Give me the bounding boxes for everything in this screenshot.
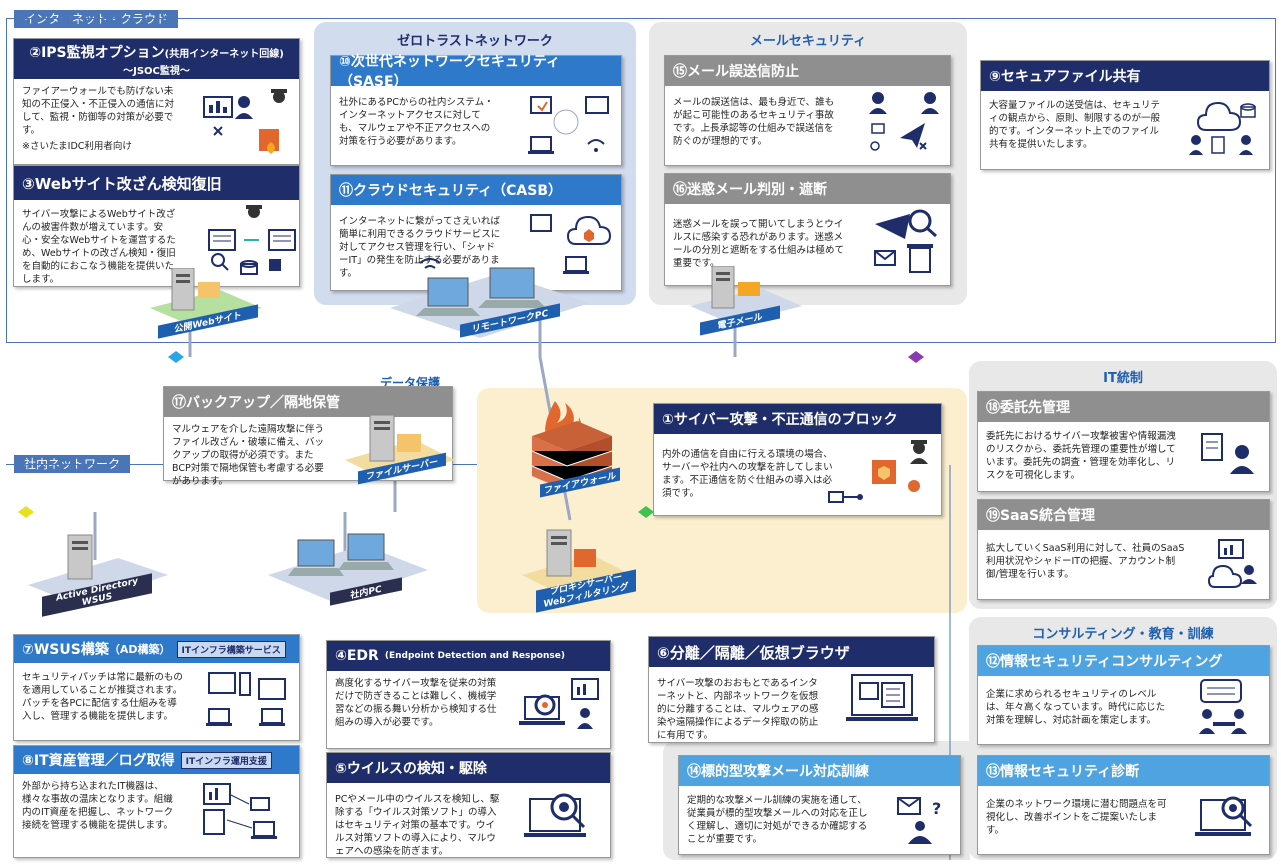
card-training-title: ⑭標的型攻撃メール対応訓練 (679, 756, 960, 786)
card-wsus-tag: ITインフラ構築サービス (176, 640, 286, 658)
card-ips-title-row: ②IPS監視オプション(共用インターネット回線) (29, 42, 284, 62)
card-vendor-title: ⑱委託先管理 (978, 392, 1269, 422)
card-ips-note: ※さいたまIDC利用者向け (22, 141, 132, 152)
card-asset-title: ⑧IT資産管理／ログ取得 (22, 753, 175, 769)
card-edr-title-small: (Endpoint Detection and Response) (384, 651, 565, 661)
mis-send-icon (869, 92, 939, 151)
card-vendor-mgmt[interactable]: ⑱委託先管理 委託先におけるサイバー攻撃被害や情報漏洩のリスクから、委託先管理の… (977, 391, 1270, 492)
card-share-title: ⑨セキュアファイル共有 (981, 61, 1269, 91)
card-ips-title: ②IPS監視オプション (29, 44, 165, 61)
card-backup[interactable]: ⑰バックアップ／隔地保管 マルウェアを介した遠隔攻撃に伴うファイル改ざん・破壊に… (163, 386, 453, 487)
card-mis-send[interactable]: ⑮メール誤送信防止 メールの誤送信は、最も身近で、誰もが起こ可能性のあるセキュリ… (664, 55, 951, 166)
remote-pc-icon (390, 258, 590, 338)
card-ips-monitoring[interactable]: ②IPS監視オプション(共用インターネット回線) ～JSOC監視～ ファイアーウ… (13, 38, 300, 165)
card-block-title: ①サイバー攻撃・不正通信のブロック (654, 404, 941, 434)
mail-server-icon (690, 266, 802, 324)
card-saas-title: ⑲SaaS統合管理 (978, 500, 1269, 530)
file-share-icon (1189, 101, 1256, 155)
card-mis-title: ⑮メール誤送信防止 (665, 56, 950, 86)
card-vendor-body: 委託先におけるサイバー攻撃被害や情報漏洩のリスクから、委託先管理の重要性が増して… (986, 431, 1176, 481)
card-ips-subtitle: ～JSOC監視～ (123, 65, 190, 77)
consulting-zone-title: コンサルティング・教育・訓練 (1032, 627, 1214, 642)
card-saas-body: 拡大していくSaaS利用に対して、社員のSaaS利用状況やシャドーITの把握、ア… (986, 543, 1185, 580)
card-antivirus[interactable]: ⑤ウイルスの検知・駆除 PCやメール中のウイルスを検知し、駆除する「ウイルス対策… (326, 752, 611, 858)
card-sase-body: 社外にあるPCからの社内システム・インターネットアクセスに対しても、マルウェアや… (339, 97, 494, 147)
wsus-patch-icon (206, 672, 286, 726)
card-saas-mgmt[interactable]: ⑲SaaS統合管理 拡大していくSaaS利用に対して、社員のSaaS利用状況やシ… (977, 499, 1270, 600)
internet-region-frame (6, 18, 1276, 343)
card-edr-title: ④EDR (335, 648, 379, 664)
edr-detect-icon (519, 678, 599, 729)
web-tamper-icon (208, 205, 296, 275)
card-block[interactable]: ①サイバー攻撃・不正通信のブロック 内外の通信を自由に行える環境の場合、サーバー… (653, 403, 942, 516)
virtual-browser-icon (846, 674, 918, 721)
card-share-body: 大容量ファイルの送受信は、セキュリティの観点から、原則、制限するのが一般的です。… (989, 100, 1161, 150)
mail-zone-title: メールセキュリティ (749, 34, 867, 49)
asset-mgmt-icon (203, 783, 277, 839)
card-file-share[interactable]: ⑨セキュアファイル共有 大容量ファイルの送受信は、セキュリティの観点から、原則、… (980, 60, 1270, 170)
block-attack-icon (828, 440, 928, 503)
card-ips-body: ファイアーウォールでも防げない未知の不正侵入・不正侵入の通信に対して、監視・防御… (22, 86, 175, 136)
card-asset-mgmt[interactable]: ⑧IT資産管理／ログ取得 ITインフラ運用支援 外部から持ち込まれたIT機器は、… (13, 745, 300, 858)
ips-monitoring-icon (203, 89, 287, 154)
internal-pc-icon (268, 533, 428, 602)
card-casb-body: インターネットに繋がってさえいれば簡単に利用できるクラウドサービスに対してアクセ… (339, 216, 501, 279)
card-sase[interactable]: ⑩次世代ネットワークセキュリティ（SASE） 社外にあるPCからの社内システム・… (330, 54, 622, 166)
card-web-body: サイバー攻撃によるWebサイト改ざんの被害件数が増えています。安心・安全なWeb… (22, 209, 176, 285)
svg-text:?: ? (932, 799, 941, 818)
card-training-body: 定期的な攻撃メール訓練の実施を通して、従業員が標的型攻撃メールへの対応を正しく理… (687, 795, 868, 845)
card-isolation-body: サイバー攻撃のおおもとであるインターネットと、内部ネットワークを仮想的に分離する… (657, 678, 819, 741)
card-wsus-title: ⑦WSUS構築 (22, 642, 109, 658)
card-mis-body: メールの誤送信は、最も身近で、誰もが起こ可能性のあるセキュリティ事故です。上長承… (673, 97, 835, 147)
antivirus-icon (524, 793, 586, 837)
card-edr-body: 高度化するサイバー攻撃を従来の対策だけで防ぎきることは難しく、機械学習などの振る… (335, 678, 497, 728)
card-spam-body: 迷惑メールを誤って開いてしまうとウイルスに感染する恐れがあります。迷惑メールの分… (673, 219, 845, 269)
diagnosis-icon (1195, 796, 1253, 836)
card-diag-title: ⑬情報セキュリティ診断 (978, 756, 1269, 786)
region-internet-tag: インターネット・クラウド (14, 10, 179, 28)
card-virus-body: PCやメール中のウイルスを検知し、駆除する「ウイルス対策ソフト」の導入はセキュリ… (335, 794, 500, 857)
card-virus-title: ⑤ウイルスの検知・駆除 (327, 753, 610, 783)
public-web-server-icon (150, 268, 262, 326)
card-consult-title: ⑫情報セキュリティコンサルティング (978, 646, 1269, 676)
consulting-icon (1199, 679, 1247, 734)
card-web-tamper[interactable]: ③Webサイト改ざん検知復旧 サイバー攻撃によるWebサイト改ざんの被害件数が増… (13, 165, 300, 287)
card-block-body: 内外の通信を自由に行える環境の場合、サーバーや社内への攻撃を許してしまいます。不… (662, 449, 833, 499)
training-icon: ? (897, 797, 941, 844)
card-wsus[interactable]: ⑦WSUS構築（AD構築） ITインフラ構築サービス セキュリティパッチは常に最… (13, 634, 300, 741)
saas-mgmt-icon (1207, 539, 1257, 588)
card-casb[interactable]: ⑪クラウドセキュリティ（CASB） インターネットに繋がってさえいれば簡単に利用… (330, 174, 622, 291)
card-training[interactable]: ⑭標的型攻撃メール対応訓練 定期的な攻撃メール訓練の実施を通して、従業員が標的型… (678, 755, 961, 855)
card-spam-title: ⑯迷惑メール判別・遮断 (665, 174, 950, 204)
card-diag-body: 企業のネットワーク環境に潜む問題点を可視化し、改善ポイントをご提案いたします。 (986, 799, 1167, 836)
card-isolation[interactable]: ⑥分離／隔離／仮想ブラウザ サイバー攻撃のおおもとであるインターネットと、内部ネ… (648, 636, 935, 743)
casb-cloud-icon (530, 214, 612, 274)
card-consulting[interactable]: ⑫情報セキュリティコンサルティング 企業に求められるセキュリティのレベルは、年々… (977, 645, 1270, 745)
card-diagnosis[interactable]: ⑬情報セキュリティ診断 企業のネットワーク環境に潜む問題点を可視化し、改善ポイン… (977, 755, 1270, 855)
it-governance-zone-title: IT統制 (1103, 371, 1143, 386)
card-edr[interactable]: ④EDR (Endpoint Detection and Response) 高… (326, 640, 611, 749)
vendor-mgmt-icon (1201, 433, 1254, 474)
zerotrust-zone-title: ゼロトラストネットワーク (397, 34, 553, 49)
card-web-title: ③Webサイト改ざん検知復旧 (14, 166, 299, 200)
sase-network-icon (528, 96, 609, 154)
card-consult-body: 企業に求められるセキュリティのレベルは、年々高くなっています。時代に応じた対策を… (986, 689, 1166, 726)
card-wsus-title-small: （AD構築） (108, 643, 171, 656)
card-backup-body: マルウェアを介した遠隔攻撃に伴うファイル改ざん・破壊に備え、バックアップの取得が… (172, 424, 325, 487)
proxy-server-icon (522, 529, 632, 595)
card-wsus-body: セキュリティパッチは常に最新のものを適用していることが推奨されます。パッチを各P… (22, 672, 183, 722)
card-asset-tag: ITインフラ運用支援 (180, 751, 272, 769)
card-ips-title-small: (共用インターネット回線) (164, 48, 284, 60)
card-sase-title: ⑩次世代ネットワークセキュリティ（SASE） (331, 54, 621, 90)
card-asset-body: 外部から持ち込まれたIT機器は、様々な事故の温床となります。組織内のIT資産を把… (22, 781, 174, 831)
card-backup-title: ⑰バックアップ／隔地保管 (164, 387, 452, 417)
spam-filter-icon (874, 209, 937, 273)
card-casb-title: ⑪クラウドセキュリティ（CASB） (331, 175, 621, 205)
card-isolation-title: ⑥分離／隔離／仮想ブラウザ (649, 637, 934, 667)
